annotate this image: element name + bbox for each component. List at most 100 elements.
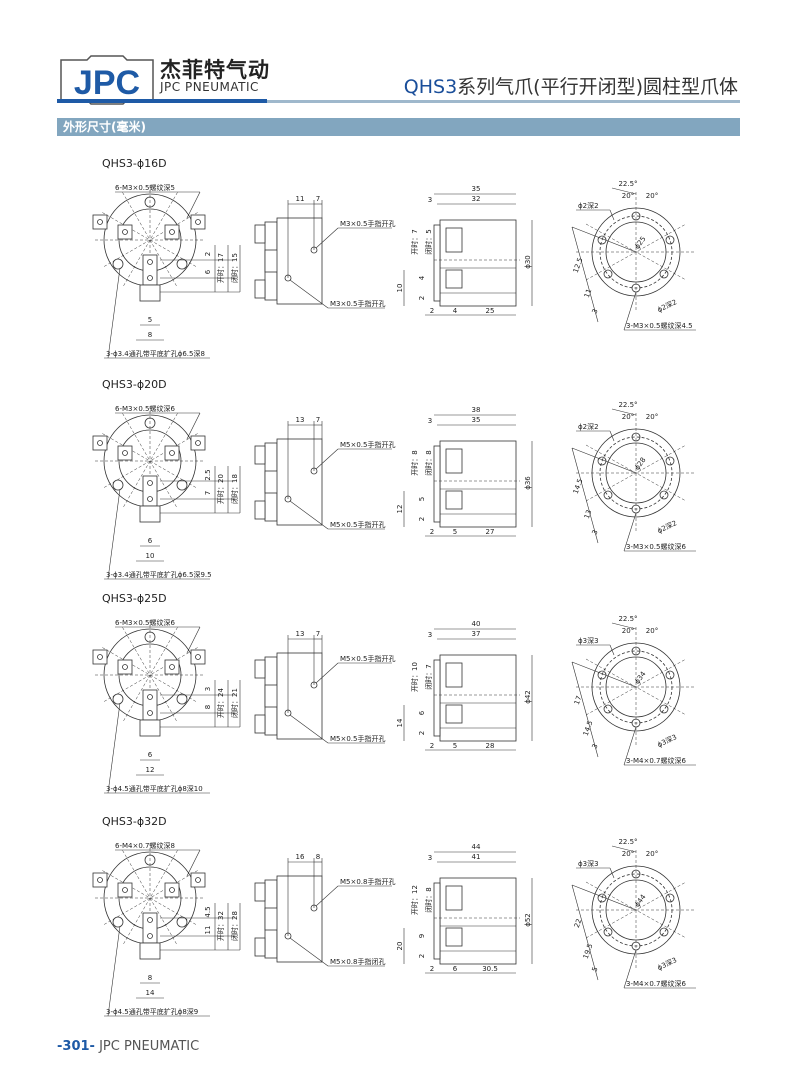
- dimension-line: [611, 408, 637, 416]
- dimension-line: [623, 291, 637, 331]
- thread-hole: [169, 664, 175, 670]
- dim-h3: 2: [418, 517, 426, 521]
- dim-stroke-close: 闭时：7: [424, 664, 433, 689]
- jaw: [254, 224, 266, 244]
- jaw-block: [164, 445, 180, 461]
- bottom-hole: [631, 432, 641, 442]
- dim-stroke-open: 开时：7: [410, 229, 419, 254]
- thread-callout: 6-M3×0.5螺纹深6: [115, 404, 175, 413]
- dim-b1: 2: [430, 528, 434, 536]
- jaw-block: [190, 214, 206, 230]
- dim-d1: 2.5: [204, 469, 212, 480]
- thread-hole: [147, 496, 153, 502]
- jaw-block: [164, 659, 180, 675]
- bottom-hole: [665, 893, 675, 903]
- dimension-line: [315, 448, 339, 470]
- dimension-line: [611, 622, 637, 630]
- dimension-line: [609, 644, 615, 656]
- dim-h2: 5: [418, 497, 426, 501]
- drawing-title: QHS3-ϕ32D: [102, 815, 167, 828]
- dimension-line: [107, 925, 121, 1017]
- angle-20-left: 20°: [622, 192, 634, 200]
- angle-22-5: 22.5°: [618, 615, 637, 623]
- center-line: [102, 870, 198, 926]
- pin-hole-label-2: ϕ3深3: [656, 732, 678, 749]
- angle-22-5: 22.5°: [618, 838, 637, 846]
- jaw-top: [445, 448, 463, 474]
- dimension-line: [609, 209, 615, 221]
- dim-stroke-close: 闭时：8: [424, 450, 433, 475]
- dimension-line: [186, 626, 201, 654]
- port-open-label: M5×0.5手指开孔: [340, 440, 396, 449]
- jaw-top: [445, 885, 463, 911]
- pin-hole-label: ϕ3深3: [578, 636, 599, 645]
- dimension-line: [107, 702, 121, 794]
- dim-stroke-close: 闭时：8: [424, 887, 433, 912]
- dim-b1: 2: [430, 307, 434, 315]
- page-title: QHS3系列气爪(平行开闭型)圆柱型爪体: [404, 72, 738, 99]
- thread-hole: [97, 654, 103, 660]
- jaw: [254, 659, 266, 679]
- bottom-hole: [603, 269, 613, 279]
- dim-stroke-open: 开时：8: [410, 450, 419, 475]
- jaw: [254, 882, 266, 902]
- cover: [433, 224, 441, 302]
- jaw-bottom: [445, 704, 463, 724]
- thread-callout: 6-M3×0.5螺纹深5: [115, 183, 175, 192]
- dim-l2: 41: [472, 853, 481, 861]
- angle-20-right: 20°: [646, 192, 658, 200]
- dimension-line: [289, 937, 329, 967]
- drawing-title: QHS3-ϕ16D: [102, 157, 167, 170]
- dim-h1: 20: [396, 942, 404, 951]
- jaw-finger: [139, 719, 161, 737]
- jaw-block: [92, 872, 108, 888]
- dim-r2: 14.5: [582, 720, 595, 737]
- mount-hole: [144, 631, 156, 643]
- dim-h2: 6: [418, 710, 426, 715]
- cover: [433, 882, 441, 960]
- pin-hole-label: ϕ3深3: [578, 859, 599, 868]
- brand-name-cn: 杰菲特气动: [160, 58, 270, 82]
- mount-hole: [176, 479, 188, 491]
- dim-h3: 2: [418, 954, 426, 958]
- pin-hole-label: ϕ2深2: [578, 201, 599, 210]
- jaw-block: [117, 224, 133, 240]
- dim-h2: 4: [418, 275, 426, 280]
- dim-diameter: ϕ36: [524, 476, 532, 490]
- dim-b3: 30.5: [482, 965, 498, 973]
- dim-b3: 25: [486, 307, 495, 315]
- jaw: [254, 714, 266, 734]
- dim-r2: 19.5: [582, 943, 595, 960]
- dim-h1: 12: [396, 505, 404, 514]
- side-body: [276, 652, 323, 740]
- thread-callout: 6-M4×0.7螺纹深8: [115, 841, 175, 850]
- dim-w1: 6: [148, 537, 153, 545]
- bottom-hole: [631, 646, 641, 656]
- title-description: 系列气爪(平行开闭型)圆柱型爪体: [457, 76, 738, 98]
- dim-l2: 32: [472, 195, 481, 203]
- dim-diameter: ϕ42: [524, 690, 532, 704]
- dim-h3: 2: [418, 296, 426, 300]
- dimension-line: [571, 884, 599, 981]
- dim-d2: 11: [204, 926, 212, 935]
- jaw: [254, 937, 266, 957]
- thread-hole: [195, 219, 201, 225]
- dim-r3: 3: [591, 308, 600, 315]
- jaw-finger: [139, 505, 161, 523]
- thread-hole: [147, 480, 153, 486]
- thread-hole: [169, 450, 175, 456]
- dim-stroke-close: 闭时：5: [424, 229, 433, 254]
- port-close-label: M5×0.5手指开孔: [330, 734, 386, 743]
- jaw-block: [92, 435, 108, 451]
- header-rule-light: [267, 100, 740, 103]
- dim-close-width: 闭时：18: [230, 474, 239, 504]
- mount-hole: [176, 693, 188, 705]
- dimension-line: [609, 867, 615, 879]
- cover: [433, 445, 441, 523]
- jaw-block: [117, 445, 133, 461]
- dimension-line: [186, 191, 201, 219]
- thread-hole: [147, 917, 153, 923]
- section-band: 外形尺寸(毫米): [57, 118, 740, 136]
